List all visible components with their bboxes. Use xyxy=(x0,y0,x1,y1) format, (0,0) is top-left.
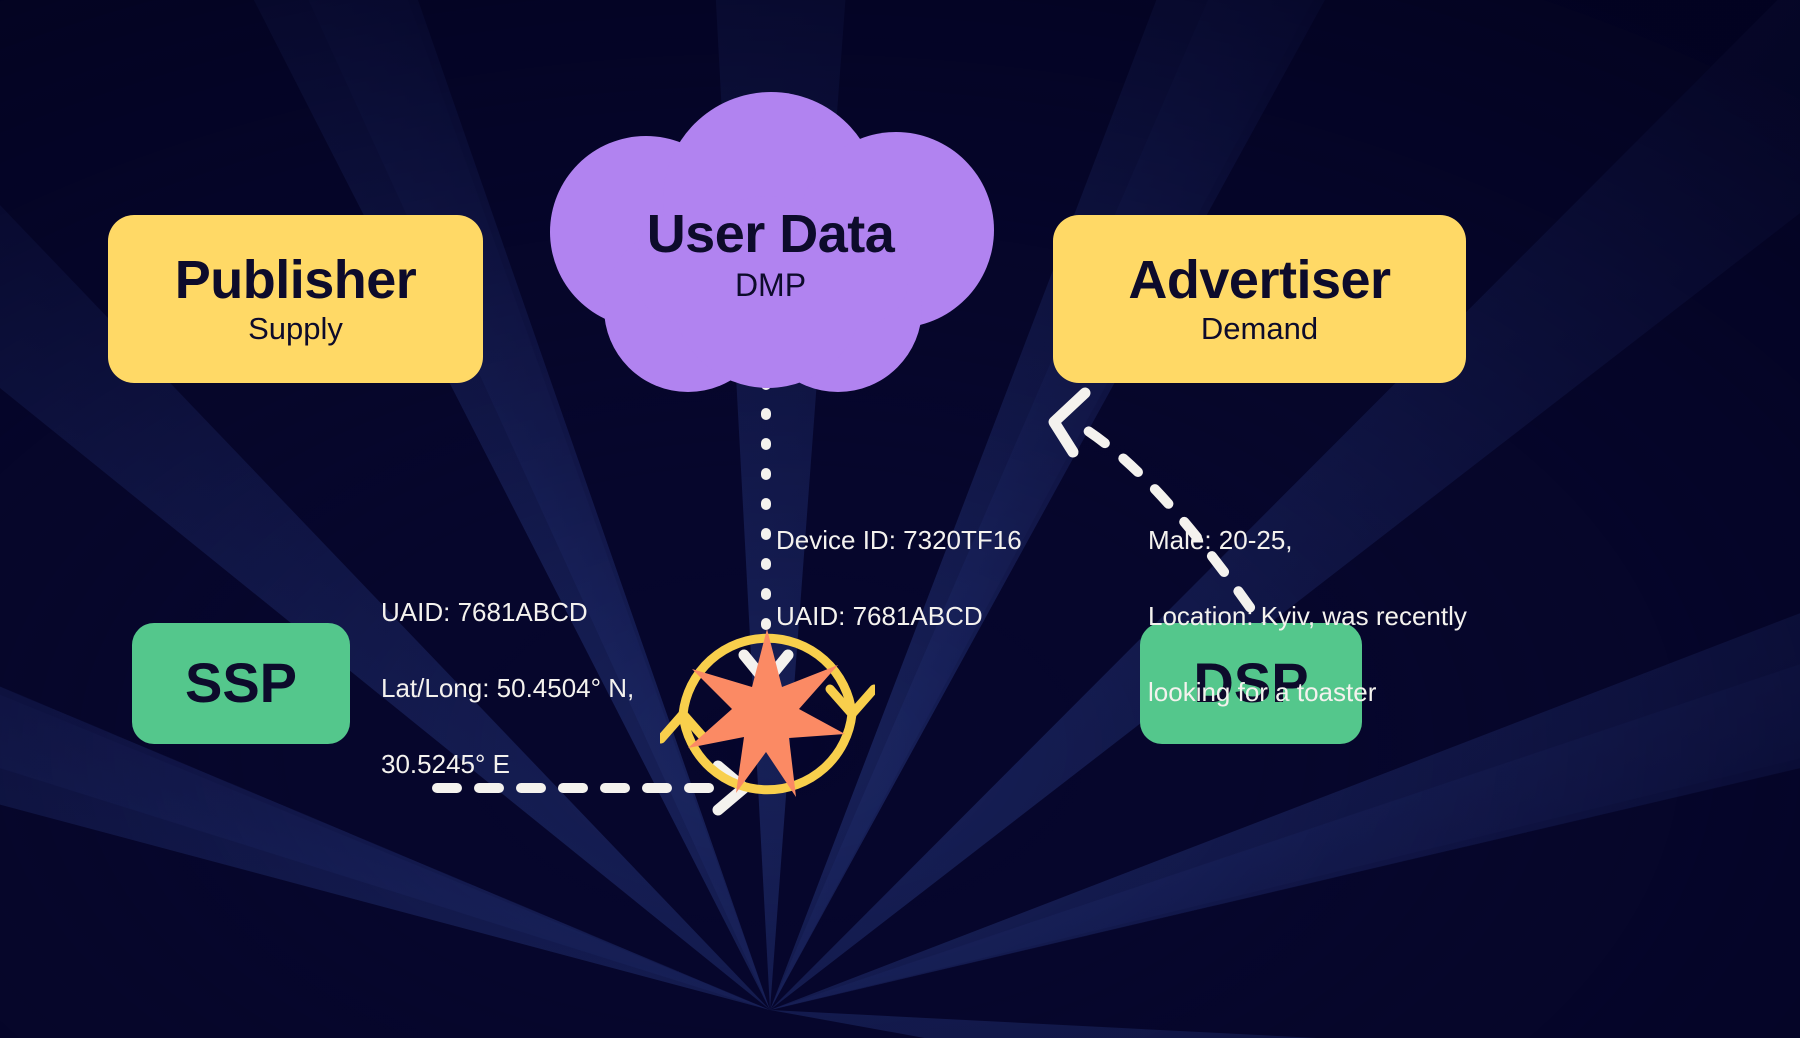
annotation-right-line1: Male: 20-25, xyxy=(1148,524,1293,555)
node-publisher[interactable]: Publisher Supply xyxy=(108,215,483,383)
annotation-center-line1: Device ID: 7320TF16 xyxy=(776,524,1022,555)
annotation-center-line2: UAID: 7681ABCD xyxy=(776,600,983,631)
node-user-data-dmp[interactable]: User Data DMP xyxy=(528,92,1013,392)
publisher-subtitle: Supply xyxy=(248,310,343,346)
node-ssp[interactable]: SSP xyxy=(132,623,350,744)
annotation-left-line3: 30.5245° E xyxy=(381,748,510,779)
cloud-subtitle: DMP xyxy=(734,266,807,303)
annotation-cloud-to-exchange: Device ID: 7320TF16 UAID: 7681ABCD xyxy=(776,484,1022,674)
annotation-ssp-to-exchange: UAID: 7681ABCD Lat/Long: 50.4504° N, 30.… xyxy=(381,556,634,822)
annotation-right-line3: looking for a toaster xyxy=(1148,676,1377,707)
cloud-text-block: User Data DMP xyxy=(528,92,1013,392)
cloud-title: User Data xyxy=(646,203,895,264)
annotation-left-line1: UAID: 7681ABCD xyxy=(381,596,588,627)
annotation-left-line2: Lat/Long: 50.4504° N, xyxy=(381,672,635,703)
annotation-right-line2: Location: Kyiv, was recently xyxy=(1148,600,1467,631)
publisher-title: Publisher xyxy=(174,249,417,310)
advertiser-subtitle: Demand xyxy=(1200,310,1319,346)
node-advertiser[interactable]: Advertiser Demand xyxy=(1053,215,1466,383)
cloud-shape-icon xyxy=(550,92,994,392)
advertiser-title: Advertiser xyxy=(1128,249,1391,310)
ssp-title: SSP xyxy=(184,651,298,715)
annotation-dsp-to-advertiser: Male: 20-25, Location: Kyiv, was recentl… xyxy=(1148,484,1467,750)
